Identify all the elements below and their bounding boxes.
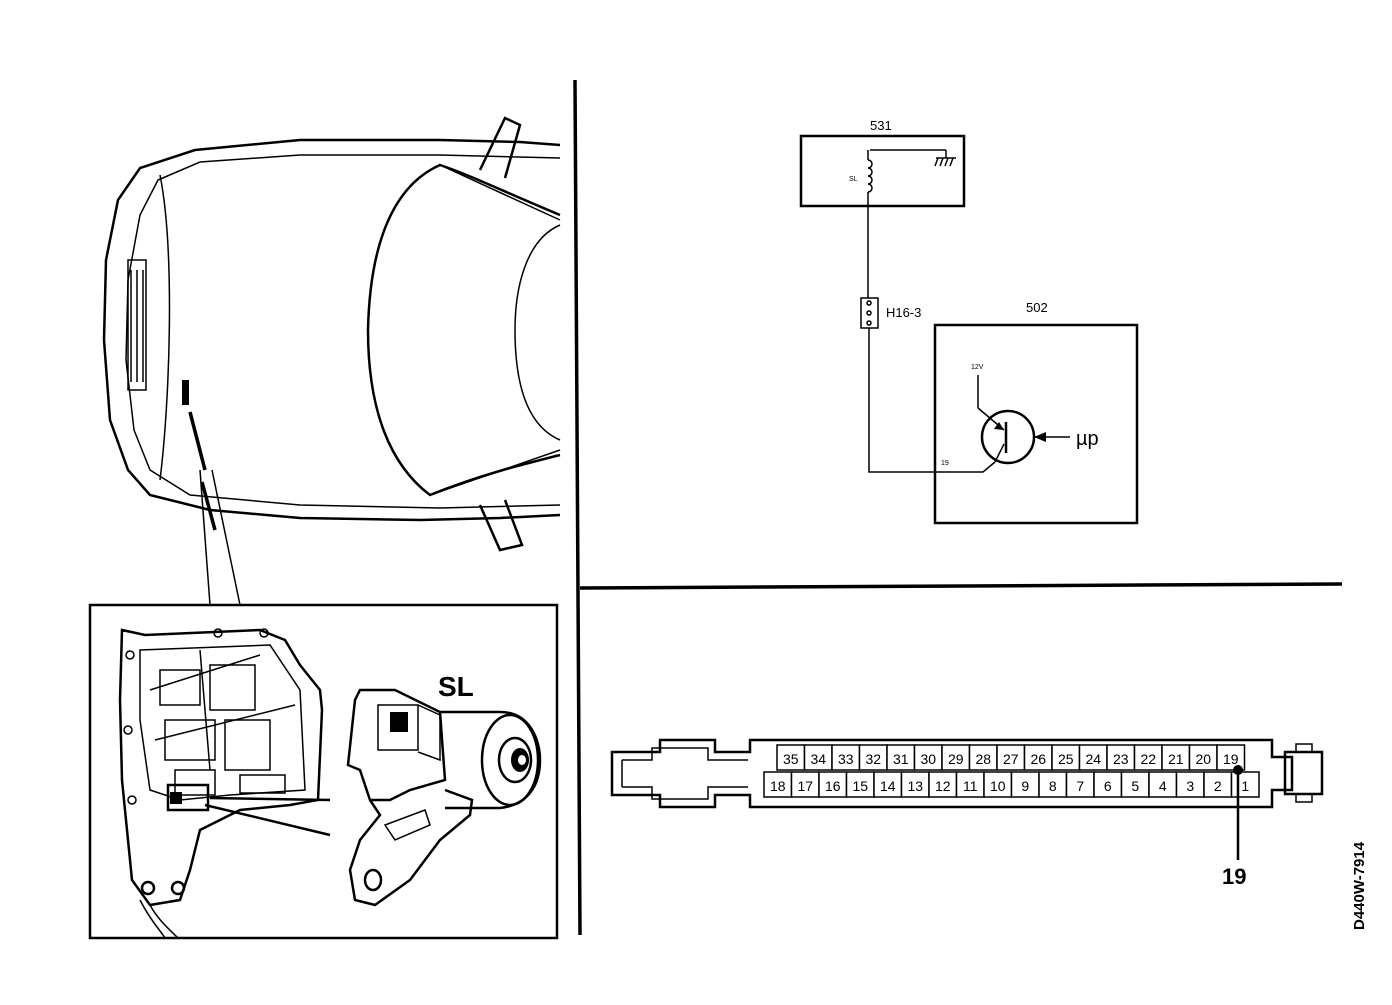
connector-label: H16-3	[886, 305, 921, 320]
pin-number: 1	[1241, 778, 1249, 794]
pin-cell	[1093, 771, 1123, 798]
pin-number: 11	[963, 778, 978, 794]
pin-number: 34	[810, 751, 826, 767]
connector-end-plug	[1283, 750, 1324, 796]
pin-number: 16	[825, 778, 841, 794]
pin-number: 15	[852, 778, 868, 794]
control-module-box	[933, 323, 1139, 525]
solenoid-module-id: 531	[870, 118, 892, 133]
pin-number: 35	[783, 751, 799, 767]
connector-h16-3	[860, 297, 879, 329]
pin-number: 7	[1076, 778, 1084, 794]
car-top-view	[102, 116, 561, 606]
solenoid-module-box	[799, 134, 966, 208]
pin-cell	[928, 771, 958, 798]
pin-cell	[983, 771, 1013, 798]
pin-number: 4	[1159, 778, 1167, 794]
pin-number: 29	[948, 751, 964, 767]
supply-label: 12V	[971, 364, 984, 371]
pin-number: 2	[1214, 778, 1222, 794]
pin-cell	[1148, 771, 1178, 798]
pin-number: 9	[1021, 778, 1029, 794]
pin-number: 14	[880, 778, 896, 794]
control-module-id: 502	[1026, 300, 1048, 315]
connector-body-outline	[610, 738, 1294, 809]
figure-code: D440W-7914	[1351, 841, 1368, 930]
pin-cell	[818, 771, 848, 798]
transmission-inset: SL	[88, 603, 559, 940]
pin-number: 12	[935, 778, 951, 794]
pin-number: 18	[770, 778, 786, 794]
pin-cell	[1230, 771, 1260, 798]
pin-number: 19	[1223, 751, 1239, 767]
pin-number: 6	[1104, 778, 1112, 794]
panel-dividers	[573, 79, 1343, 936]
pin-number: 13	[907, 778, 923, 794]
pin-cell	[1078, 744, 1108, 771]
pin-number: 28	[975, 751, 991, 767]
signal-wire-lower	[868, 328, 996, 473]
pin-number: 24	[1085, 751, 1101, 767]
pin-cell	[763, 771, 793, 798]
pin-cell	[913, 744, 943, 771]
pin-cell	[1161, 744, 1191, 771]
module-pin-label: 19	[941, 460, 949, 467]
wiring-schematic: 531 SL H16-3 502 12V 19	[799, 118, 1139, 525]
pin-number: 25	[1058, 751, 1074, 767]
processor-label: µp	[1076, 428, 1099, 450]
pin-cell	[1216, 744, 1246, 771]
pin-number: 27	[1003, 751, 1019, 767]
pin-cell	[1106, 744, 1136, 771]
pin-row-top: 35 34 33 32 31 30 29 28 27 26 25 24 23 22 21 20 19	[776, 744, 1246, 771]
pin-number: 33	[838, 751, 854, 767]
pin-number: 30	[920, 751, 936, 767]
pin-number: 5	[1131, 778, 1139, 794]
pin-cell	[1051, 744, 1081, 771]
pin-cell	[1065, 771, 1095, 798]
pin-number: 20	[1195, 751, 1211, 767]
pin-number: 26	[1030, 751, 1046, 767]
pin-cell	[968, 744, 998, 771]
pin-cell	[1010, 771, 1040, 798]
pin-number: 32	[865, 751, 881, 767]
pin-number: 10	[990, 778, 1006, 794]
pin-cell	[845, 771, 875, 798]
pin-row-bottom: 18 17 16 15 14 13 12 11 10 9 8 7 6 5 4 3 2 1	[763, 771, 1260, 798]
callout-pin-label: 19	[1222, 864, 1246, 889]
pin-cell	[1038, 771, 1068, 798]
solenoid-coil-label: SL	[849, 176, 858, 183]
pin-number: 22	[1140, 751, 1156, 767]
pin-number: 17	[797, 778, 813, 794]
pin-number: 3	[1186, 778, 1194, 794]
pin-number: 31	[893, 751, 909, 767]
pin-cell	[873, 771, 903, 798]
output-transistor-symbol	[977, 375, 1070, 465]
pin-cell	[996, 744, 1026, 771]
solenoid-coil-symbol	[867, 149, 947, 193]
ground-symbol	[934, 157, 956, 167]
pin-number: 8	[1049, 778, 1057, 794]
pin-cell	[831, 744, 861, 771]
solenoid-label: SL	[438, 671, 474, 702]
pin-cell	[941, 744, 971, 771]
pin-number: 21	[1168, 751, 1184, 767]
pin-number: 23	[1113, 751, 1129, 767]
